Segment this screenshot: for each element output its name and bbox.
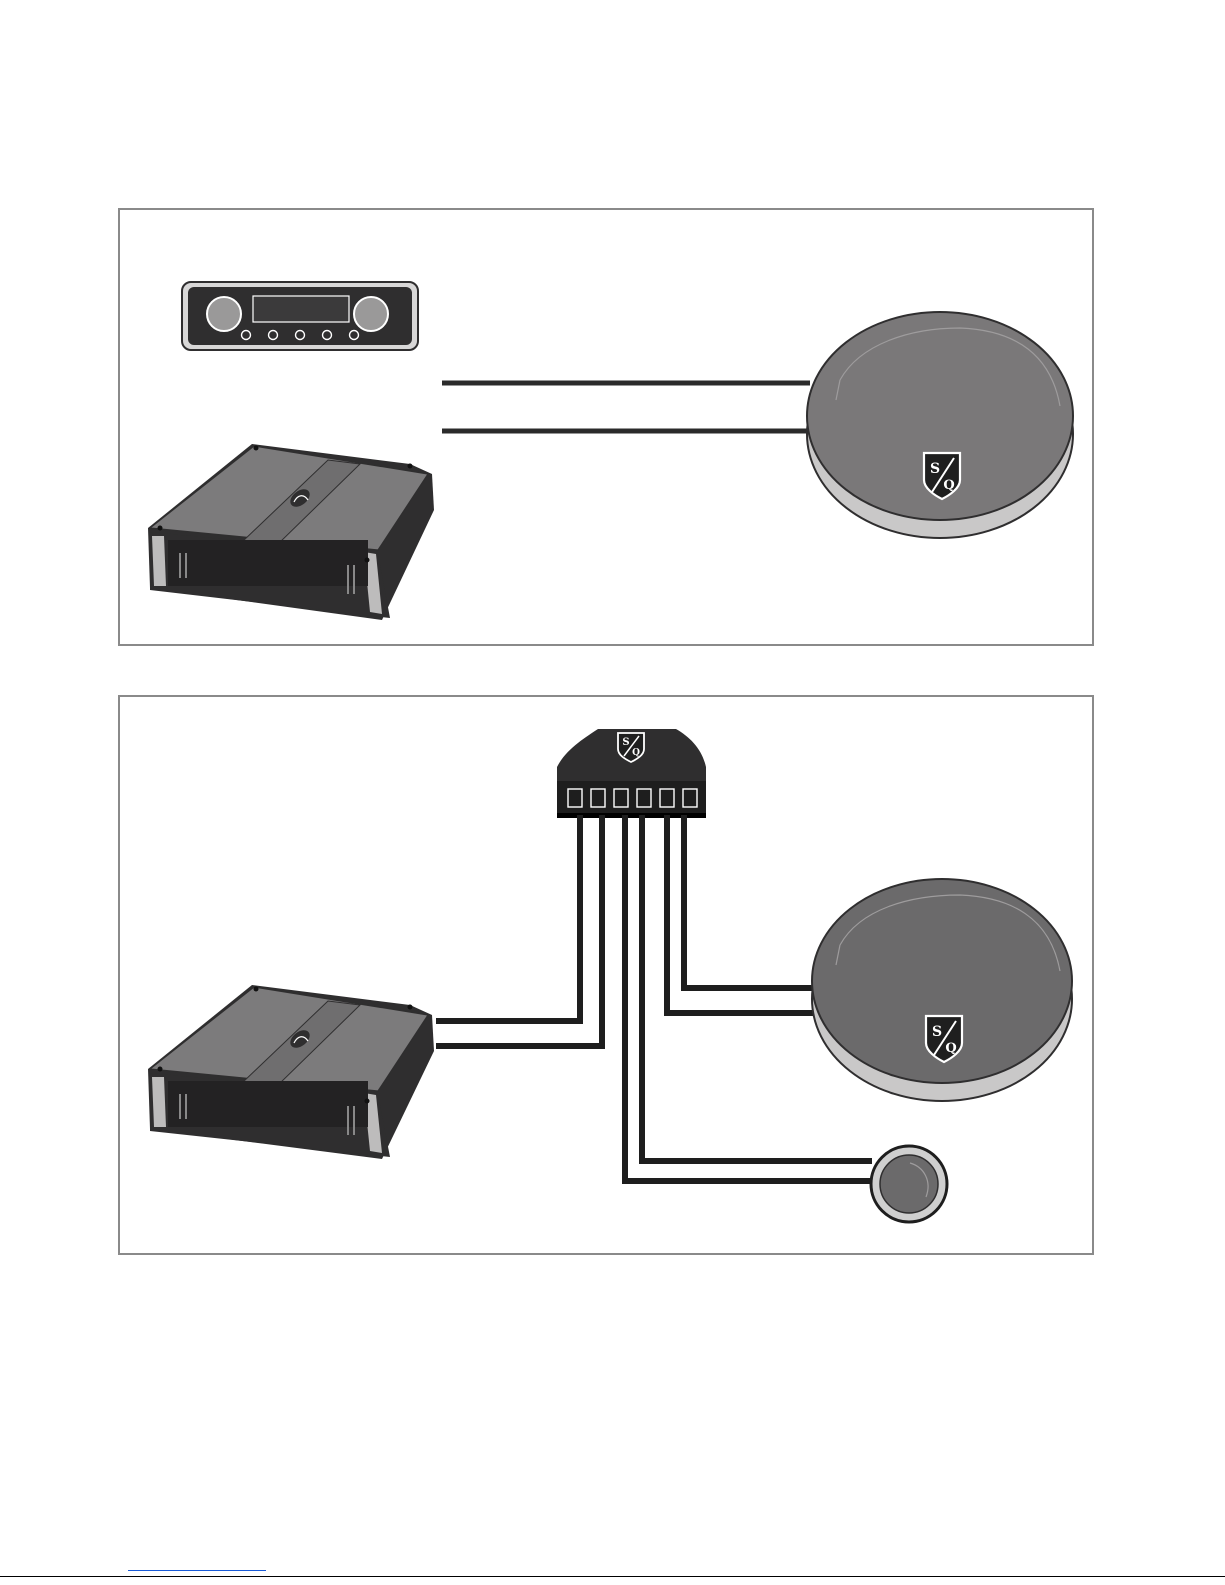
- logo-letter-q: Q: [943, 478, 954, 493]
- logo-letter-q: Q: [632, 748, 640, 758]
- bottom-wiring-diagram: S Q: [120, 697, 1092, 1253]
- shield-logo-icon: S Q: [924, 453, 960, 499]
- head-unit-icon: [182, 282, 418, 350]
- logo-letter-s: S: [622, 737, 629, 748]
- logo-letter-q: Q: [945, 1041, 956, 1056]
- speaker-icon: S Q: [807, 312, 1073, 538]
- footer-link-underline[interactable]: [128, 1570, 266, 1571]
- crossover-icon: S Q: [557, 729, 706, 818]
- amplifier-icon: [148, 985, 434, 1159]
- speaker-icon: S Q: [812, 879, 1072, 1101]
- crossover-wires: [436, 815, 872, 1181]
- shield-logo-icon: S Q: [926, 1016, 962, 1062]
- tweeter-icon: [871, 1146, 947, 1222]
- amplifier-icon: [148, 444, 434, 620]
- logo-letter-s: S: [932, 1024, 942, 1040]
- logo-letter-s: S: [930, 461, 940, 477]
- top-wiring-panel: S Q: [118, 208, 1094, 646]
- top-wiring-diagram: S Q: [120, 210, 1092, 644]
- bottom-wiring-panel: S Q: [118, 695, 1094, 1255]
- speaker-wires: [442, 383, 810, 431]
- footer-rule: [0, 1576, 1225, 1577]
